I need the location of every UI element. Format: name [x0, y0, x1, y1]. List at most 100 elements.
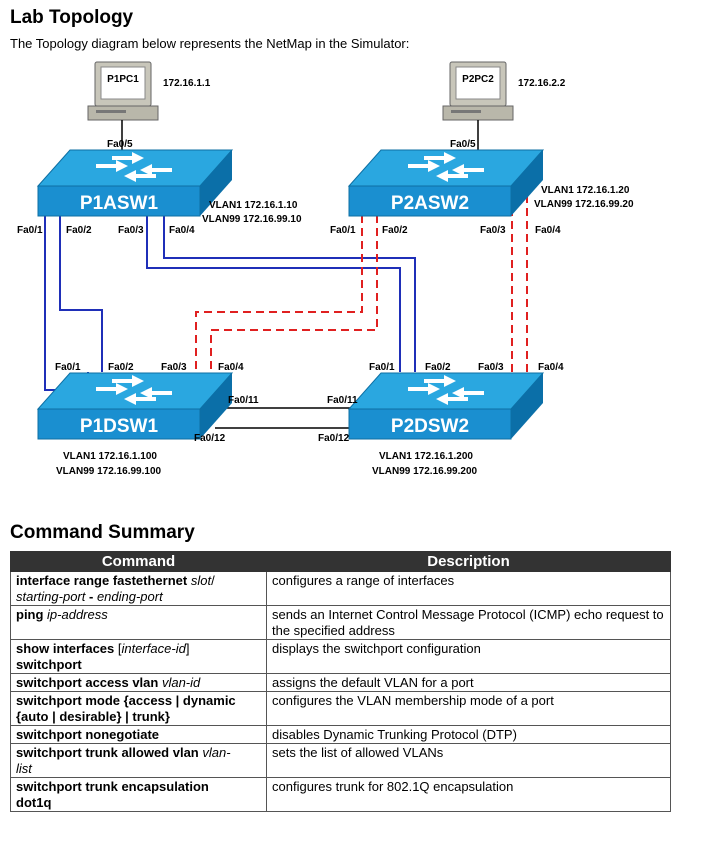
command-cell: switchport nonegotiate	[10, 725, 267, 744]
command-segment: ending-port	[96, 589, 163, 604]
command-segment: interface range fastethernet	[16, 573, 191, 588]
command-cell: switchport mode {access | dynamic{auto |…	[10, 691, 267, 726]
p2asw2-port-fa0-1: Fa0/1	[330, 225, 356, 236]
p2dsw2-port-fa0-12: Fa0/12	[318, 433, 350, 444]
p2dsw2-port-fa0-1: Fa0/1	[369, 362, 395, 373]
command-segment: vlan-id	[161, 675, 201, 690]
p2dsw2-port-fa0-11: Fa0/11	[327, 395, 358, 406]
p1asw1-vlan1: VLAN1 172.16.1.10	[209, 200, 298, 211]
command-cell: switchport access vlan vlan-id	[10, 673, 267, 692]
command-segment: switchport	[16, 657, 82, 672]
description-cell: sends an Internet Control Message Protoc…	[266, 605, 671, 640]
command-cell: ping ip-address	[10, 605, 267, 640]
table-row: switchport nonegotiate disables Dynamic T…	[10, 725, 671, 744]
p2dsw2-port-fa0-4: Fa0/4	[538, 362, 564, 373]
command-segment: ]	[185, 641, 190, 656]
p1dsw1-port-fa0-4: Fa0/4	[218, 362, 244, 373]
command-segment: show interfaces	[16, 641, 118, 656]
p2dsw2-port-fa0-2: Fa0/2	[425, 362, 451, 373]
command-segment: ping	[16, 607, 48, 622]
dashed-trunk-links	[195, 195, 528, 372]
description-cell: configures a range of interfaces	[266, 571, 671, 606]
column-header-description: Description	[266, 551, 671, 572]
p2pc2-ip: 172.16.2.2	[518, 78, 566, 89]
p1dsw1-port-fa0-12: Fa0/12	[194, 433, 226, 444]
p2pc2-name: P2PC2	[462, 74, 494, 85]
command-cell: switchport trunk allowed vlan vlan-list	[10, 743, 267, 778]
page-title: Lab Topology	[10, 7, 134, 28]
p1asw1-port-fa0-2: Fa0/2	[66, 225, 92, 236]
description-cell: configures trunk for 802.1Q encapsulatio…	[266, 777, 671, 812]
p1asw1-switch-icon	[36, 149, 234, 217]
p2pc2-port: Fa0/5	[450, 139, 476, 150]
p2asw2-vlan1: VLAN1 172.16.1.20	[541, 185, 630, 196]
p2dsw2-switch-icon	[347, 372, 545, 440]
command-segment: switchport trunk encapsulation	[16, 779, 209, 794]
p2asw2-port-fa0-3: Fa0/3	[480, 225, 506, 236]
p2asw2-vlan99: VLAN99 172.16.99.20	[534, 199, 634, 210]
p1dsw1-name: P1DSW1	[80, 416, 159, 437]
command-segment: switchport trunk allowed vlan	[16, 745, 203, 760]
table-header-row: Command Description	[10, 551, 671, 572]
command-segment: switchport nonegotiate	[16, 727, 159, 742]
command-cell: interface range fastethernet slot/ starti…	[10, 571, 267, 606]
p1pc1-ip: 172.16.1.1	[163, 78, 211, 89]
p1pc1-port: Fa0/5	[107, 139, 133, 150]
command-segment: list	[16, 761, 32, 776]
p2dsw2-name: P2DSW2	[391, 416, 469, 437]
p1pc1-name: P1PC1	[107, 74, 139, 85]
p2dsw2-vlan99: VLAN99 172.16.99.200	[372, 466, 478, 477]
p2asw2-name: P2ASW2	[391, 193, 469, 214]
table-row: show interfaces [interface-id]switchport…	[10, 639, 671, 674]
p1dsw1-vlan1: VLAN1 172.16.1.100	[63, 451, 157, 462]
column-header-command: Command	[10, 551, 267, 572]
p1pc1-computer-icon	[87, 61, 159, 121]
p2dsw2-vlan1: VLAN1 172.16.1.200	[379, 451, 473, 462]
p1dsw1-port-fa0-1: Fa0/1	[55, 362, 81, 373]
description-cell: configures the VLAN membership mode of a…	[266, 691, 671, 726]
p1dsw1-port-fa0-11: Fa0/11	[228, 395, 259, 406]
p2asw2-port-fa0-2: Fa0/2	[382, 225, 408, 236]
topology-diagram: P1PC1 172.16.1.1 P2PC2 172.16.2.2 Fa0/5 …	[17, 61, 634, 477]
command-segment: vlan-	[202, 745, 231, 760]
p1dsw1-vlan99: VLAN99 172.16.99.100	[56, 466, 162, 477]
command-segment: -	[85, 589, 97, 604]
p1asw1-port-fa0-4: Fa0/4	[169, 225, 195, 236]
p1asw1-vlan99: VLAN99 172.16.99.10	[202, 214, 302, 225]
description-cell: sets the list of allowed VLANs	[266, 743, 671, 778]
p1dsw1-port-fa0-2: Fa0/2	[108, 362, 134, 373]
command-cell: show interfaces [interface-id]switchport	[10, 639, 267, 674]
command-segment: ip-address	[47, 607, 108, 622]
p2pc2-computer-icon	[442, 61, 514, 121]
p2asw2-switch-icon	[347, 149, 545, 217]
command-segment: starting-port	[16, 589, 86, 604]
p1dsw1-switch-icon	[36, 372, 234, 440]
command-segment: switchport mode {access | dynamic	[16, 693, 236, 708]
command-summary-heading: Command Summary	[10, 522, 195, 543]
command-segment: [	[117, 641, 122, 656]
command-segment: {auto | desirable} | trunk}	[16, 709, 170, 724]
description-cell: disables Dynamic Trunking Protocol (DTP)	[266, 725, 671, 744]
description-cell: assigns the default VLAN for a port	[266, 673, 671, 692]
p1asw1-name: P1ASW1	[80, 193, 159, 214]
command-summary-body: interface range fastethernet slot/ starti…	[10, 571, 671, 812]
p2dsw2-port-fa0-3: Fa0/3	[478, 362, 504, 373]
command-segment: dot1q	[16, 795, 52, 810]
command-segment: slot	[190, 573, 212, 588]
page-subtitle: The Topology diagram below represents th…	[10, 36, 410, 51]
p1dsw1-port-fa0-3: Fa0/3	[161, 362, 187, 373]
description-cell: displays the switchport configuration	[266, 639, 671, 674]
p2asw2-port-fa0-4: Fa0/4	[535, 225, 561, 236]
command-summary-table: Command Description interface range fast…	[10, 551, 671, 812]
command-segment: switchport access vlan	[16, 675, 162, 690]
table-row: switchport mode {access | dynamic{auto |…	[10, 691, 671, 726]
p1asw1-port-fa0-1: Fa0/1	[17, 225, 43, 236]
command-segment: /	[211, 573, 215, 588]
p1asw1-port-fa0-3: Fa0/3	[118, 225, 144, 236]
table-row: interface range fastethernet slot/ starti…	[10, 571, 671, 606]
